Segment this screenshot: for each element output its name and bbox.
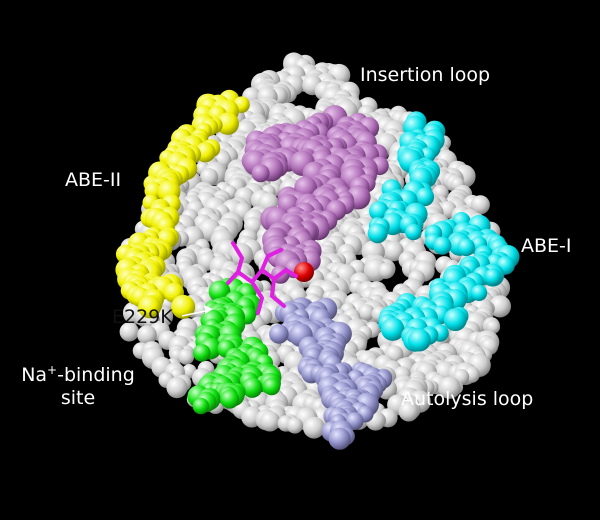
autolysis-loop-region	[269, 297, 393, 450]
abe-ii-region	[115, 89, 250, 319]
atom-sphere	[433, 236, 452, 255]
atom-sphere	[208, 280, 231, 303]
atom-sphere	[192, 397, 210, 415]
insertion-loop-label: Insertion loop	[360, 64, 491, 86]
atom-sphere	[259, 411, 281, 432]
atom-sphere	[383, 241, 404, 262]
atom-sphere	[262, 377, 281, 396]
atom-sphere	[269, 324, 289, 344]
atom-sphere	[178, 348, 195, 365]
atom-sphere	[367, 223, 388, 244]
atom-sphere	[438, 376, 461, 399]
atom-sphere	[408, 328, 431, 352]
abe-i-label: ABE-I	[521, 235, 572, 257]
atom-sphere	[405, 223, 422, 241]
insertion-loop-region	[241, 105, 389, 284]
na-binding-site-label-line2: site	[60, 387, 96, 409]
atom-sphere	[484, 268, 502, 286]
atom-sphere	[119, 322, 139, 342]
ligand-stick-model	[226, 241, 298, 315]
atom-sphere	[303, 416, 325, 439]
e229k-label: E229K	[112, 306, 173, 328]
atom-sphere	[381, 317, 405, 341]
atom-sphere	[193, 344, 211, 362]
atom-sphere	[378, 262, 395, 279]
atom-sphere	[328, 427, 351, 450]
atom-sphere	[443, 308, 467, 332]
atom-sphere	[398, 401, 419, 422]
atom-sphere	[470, 195, 490, 215]
atom-sphere	[171, 294, 196, 319]
atom-sphere	[216, 112, 239, 135]
na-binding-site-label: Na+-binding site	[8, 364, 148, 410]
atom-sphere	[220, 389, 240, 409]
atom-sphere	[488, 295, 511, 318]
atom-sphere	[286, 417, 303, 434]
abe-ii-label: ABE-II	[65, 169, 122, 191]
e229k-pointer-arrowhead	[204, 305, 213, 314]
atom-sphere	[457, 238, 475, 257]
atom-sphere	[415, 187, 435, 207]
atom-sphere	[166, 377, 188, 399]
atom-sphere	[138, 295, 162, 319]
atom-sphere	[369, 201, 389, 221]
atom-sphere	[471, 284, 488, 301]
autolysis-loop-label: Autolysis loop	[401, 388, 534, 410]
active-site-atom	[294, 262, 314, 282]
atom-sphere	[358, 304, 375, 321]
atom-sphere	[137, 325, 157, 345]
atom-sphere	[251, 164, 270, 183]
abe-i-region	[367, 111, 520, 352]
na-binding-site-region	[187, 278, 282, 415]
na-binding-site-label-line1: Na+-binding	[21, 363, 135, 386]
atom-sphere	[242, 377, 263, 398]
